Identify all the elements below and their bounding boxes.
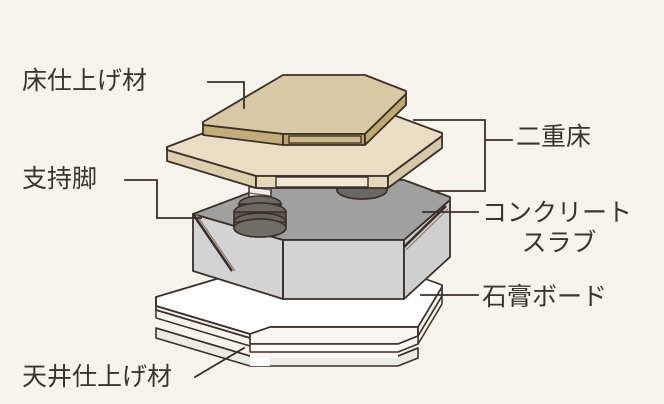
floor-finish-board <box>202 74 407 146</box>
label-gypsum-board: 石膏ボード <box>482 282 608 311</box>
concrete-slab <box>191 179 451 300</box>
leader-ceiling-finish <box>193 346 246 379</box>
ceiling-finish-board <box>155 327 419 367</box>
label-floor-finish: 床仕上げ材 <box>22 66 148 95</box>
label-concrete-slab-line2: スラブ <box>521 228 597 257</box>
label-concrete-slab-line1: コンクリート <box>482 198 633 227</box>
label-double-floor: 二重床 <box>516 122 592 151</box>
leader-double-floor <box>413 119 513 192</box>
leader-support-leg <box>124 179 202 219</box>
label-concrete-slab: コンクリート スラブ <box>482 198 650 258</box>
label-ceiling-finish: 天井仕上げ材 <box>22 362 173 391</box>
leader-floor-finish <box>207 81 245 109</box>
label-support-leg: 支持脚 <box>22 164 98 193</box>
